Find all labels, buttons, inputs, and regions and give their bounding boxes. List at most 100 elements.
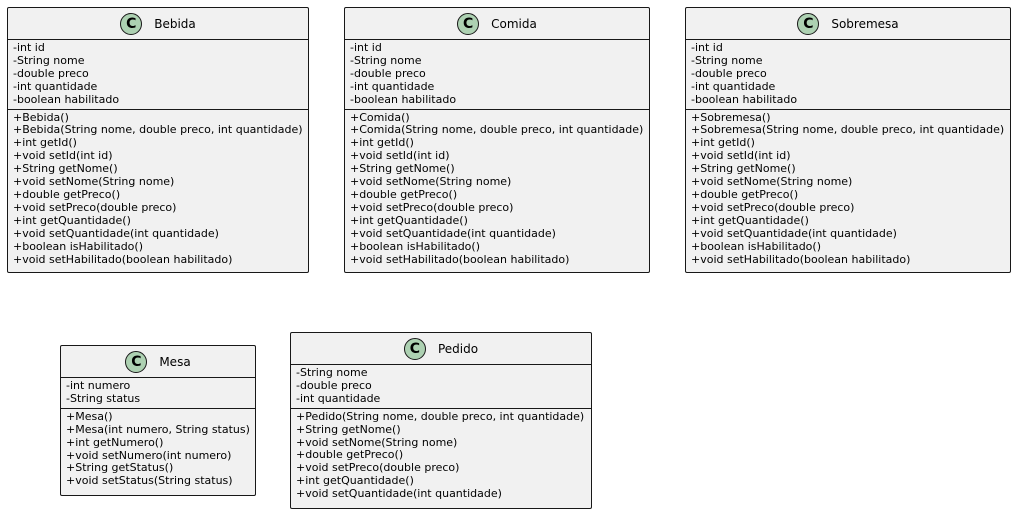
method-line: +boolean isHabilitado() <box>691 239 821 253</box>
methods-section: +Bebida()+Bebida(String nome, double pre… <box>8 110 308 269</box>
method-line: +int getQuantidade() <box>691 213 809 227</box>
method-line: +Comida() <box>350 110 410 124</box>
attribute-line: -String nome <box>691 53 763 67</box>
class-name: Mesa <box>159 354 191 369</box>
class-name: Pedido <box>437 341 479 356</box>
method-line: +void setPreco(double preco) <box>13 200 177 214</box>
method-line: +void setId(int id) <box>13 149 113 163</box>
attribute-line: -double preco <box>350 66 426 80</box>
method-line: +int getId() <box>13 136 77 150</box>
attributes-section: -String nome-double preco-int quantidade <box>291 365 591 409</box>
method-line: +void setPreco(double preco) <box>350 200 514 214</box>
attribute-line: -int quantidade <box>350 79 435 93</box>
class-header: C Comida <box>345 8 649 40</box>
method-line: +Pedido(String nome, double preco, int q… <box>296 409 585 423</box>
attributes-section: -int numero-String status <box>61 378 255 409</box>
class-header: C Bebida <box>8 8 308 40</box>
method-line: +Sobremesa(String nome, double preco, in… <box>691 123 1005 137</box>
method-line: +String getNome() <box>691 162 796 176</box>
attribute-line: -String nome <box>350 53 422 67</box>
method-line: +Mesa() <box>66 409 113 423</box>
method-line: +void setPreco(double preco) <box>296 461 460 475</box>
attributes-section: -int id-String nome-double preco-int qua… <box>8 40 308 110</box>
method-line: +Comida(String nome, double preco, int q… <box>350 123 644 137</box>
methods-section: +Sobremesa()+Sobremesa(String nome, doub… <box>686 110 1010 269</box>
method-line: +void setStatus(String status) <box>66 474 233 488</box>
method-line: +void setNome(String nome) <box>691 175 853 189</box>
class-name: Comida <box>491 16 537 31</box>
method-line: +void setHabilitado(boolean habilitado) <box>350 252 570 266</box>
method-line: +void setQuantidade(int quantidade) <box>691 226 897 240</box>
method-line: +String getNome() <box>13 162 118 176</box>
methods-section: +Comida()+Comida(String nome, double pre… <box>345 110 649 269</box>
method-line: +Bebida(String nome, double preco, int q… <box>13 123 303 137</box>
method-line: +int getNumero() <box>66 435 164 449</box>
method-line: +void setId(int id) <box>691 149 791 163</box>
class-header: C Mesa <box>61 346 255 378</box>
attribute-line: -String status <box>66 391 141 405</box>
method-line: +int getQuantidade() <box>296 474 414 488</box>
method-line: +double getPreco() <box>691 187 799 201</box>
method-line: +int getId() <box>691 136 755 150</box>
method-line: +int getQuantidade() <box>13 213 131 227</box>
class-name: Bebida <box>154 16 196 31</box>
method-line: +void setHabilitado(boolean habilitado) <box>691 252 911 266</box>
attribute-line: -boolean habilitado <box>691 92 798 106</box>
methods-section: +Mesa()+Mesa(int numero, String status)+… <box>61 409 255 490</box>
method-line: +void setQuantidade(int quantidade) <box>350 226 556 240</box>
method-line: +double getPreco() <box>13 187 121 201</box>
attribute-line: -String nome <box>296 366 368 379</box>
attribute-line: -int quantidade <box>691 79 776 93</box>
attribute-line: -double preco <box>13 66 89 80</box>
method-line: +int getQuantidade() <box>350 213 468 227</box>
method-line: +void setNumero(int numero) <box>66 448 232 462</box>
attribute-line: -int quantidade <box>296 391 381 405</box>
class-name: Sobremesa <box>831 16 899 31</box>
methods-section: +Pedido(String nome, double preco, int q… <box>291 409 591 503</box>
class-stereotype-icon: C <box>403 337 426 360</box>
method-line: +Sobremesa() <box>691 110 771 124</box>
attribute-line: -String nome <box>13 53 85 67</box>
class-stereotype-icon: C <box>797 12 820 35</box>
method-line: +double getPreco() <box>296 448 404 462</box>
class-box-sobremesa[interactable]: C Sobremesa -int id-String nome-double p… <box>685 7 1011 273</box>
method-line: +String getStatus() <box>66 461 174 475</box>
class-box-mesa[interactable]: C Mesa -int numero-String status +Mesa()… <box>60 345 256 496</box>
attribute-line: -int id <box>691 41 723 54</box>
class-box-bebida[interactable]: C Bebida -int id-String nome-double prec… <box>7 7 309 273</box>
method-line: +void setQuantidade(int quantidade) <box>296 487 502 501</box>
method-line: +double getPreco() <box>350 187 458 201</box>
attribute-line: -boolean habilitado <box>13 92 120 106</box>
attributes-section: -int id-String nome-double preco-int qua… <box>345 40 649 110</box>
class-stereotype-icon: C <box>457 12 480 35</box>
method-line: +void setNome(String nome) <box>350 175 512 189</box>
method-line: +Bebida() <box>13 110 69 124</box>
method-line: +boolean isHabilitado() <box>350 239 480 253</box>
attribute-line: -double preco <box>691 66 767 80</box>
method-line: +void setPreco(double preco) <box>691 200 855 214</box>
method-line: +String getNome() <box>350 162 455 176</box>
attribute-line: -int quantidade <box>13 79 98 93</box>
class-header: C Sobremesa <box>686 8 1010 40</box>
attribute-line: -int id <box>13 41 45 54</box>
attributes-section: -int id-String nome-double preco-int qua… <box>686 40 1010 110</box>
attribute-line: -double preco <box>296 378 372 392</box>
class-stereotype-icon: C <box>120 12 143 35</box>
method-line: +void setQuantidade(int quantidade) <box>13 226 219 240</box>
method-line: +void setNome(String nome) <box>13 175 175 189</box>
attribute-line: -boolean habilitado <box>350 92 457 106</box>
class-box-pedido[interactable]: C Pedido -String nome-double preco-int q… <box>290 332 592 509</box>
method-line: +void setHabilitado(boolean habilitado) <box>13 252 233 266</box>
class-box-comida[interactable]: C Comida -int id-String nome-double prec… <box>344 7 650 273</box>
attribute-line: -int id <box>350 41 382 54</box>
class-stereotype-icon: C <box>125 350 148 373</box>
method-line: +void setId(int id) <box>350 149 450 163</box>
method-line: +boolean isHabilitado() <box>13 239 143 253</box>
method-line: +void setNome(String nome) <box>296 435 458 449</box>
method-line: +String getNome() <box>296 422 401 436</box>
class-header: C Pedido <box>291 333 591 365</box>
attribute-line: -int numero <box>66 379 131 392</box>
method-line: +Mesa(int numero, String status) <box>66 422 250 436</box>
method-line: +int getId() <box>350 136 414 150</box>
